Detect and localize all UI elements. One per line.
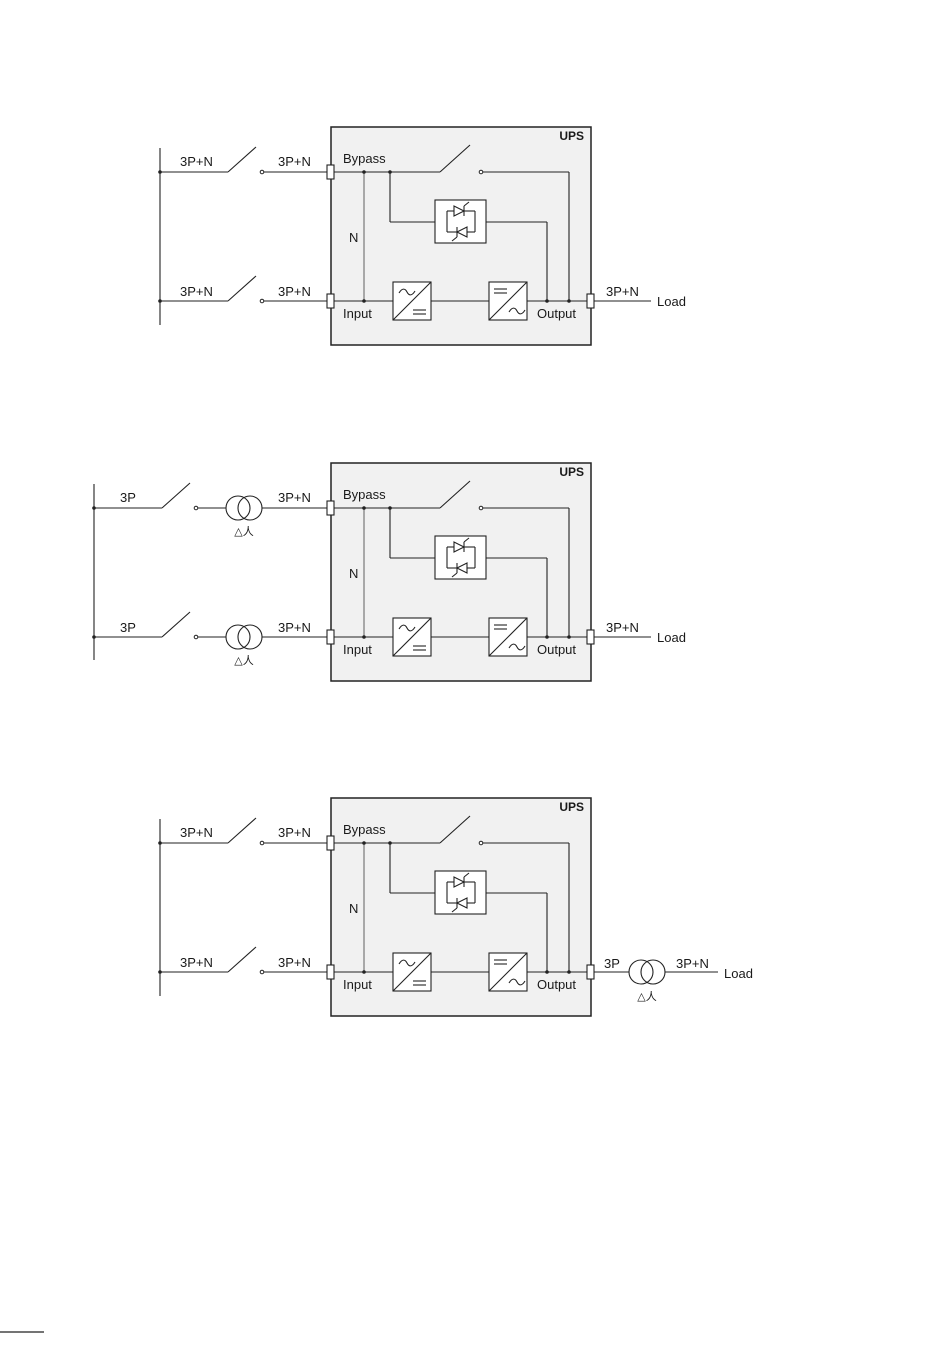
- bypass-terminal: [327, 165, 334, 179]
- bypass-breaker: [228, 818, 256, 843]
- output-terminal: [587, 294, 594, 308]
- input-breaker: [228, 276, 256, 301]
- static-switch: [435, 536, 486, 579]
- input-terminal: [327, 630, 334, 644]
- bypass-feed-label: 3P: [120, 490, 136, 505]
- input-terminal-label: 3P+N: [278, 284, 311, 299]
- input-terminal: [327, 294, 334, 308]
- inverter: [489, 282, 527, 320]
- input-terminal-label: 3P+N: [278, 955, 311, 970]
- bypass-transformer-label: △人: [234, 525, 253, 538]
- neutral-label: N: [349, 566, 358, 581]
- bypass-terminal-label: 3P+N: [278, 154, 311, 169]
- input-terminal: [327, 965, 334, 979]
- load-label: Load: [657, 630, 686, 645]
- input-breaker: [162, 612, 190, 637]
- bypass-breaker: [228, 147, 256, 172]
- rectifier: [393, 282, 431, 320]
- ups-label: UPS: [559, 129, 584, 143]
- load-label: Load: [657, 294, 686, 309]
- input-breaker: [228, 947, 256, 972]
- input-transformer-label: △人: [234, 654, 253, 667]
- static-switch: [435, 871, 486, 914]
- diagram-1: 3P+N 3P+N 3P+N 3P+N UPS Bypass N Input O…: [158, 127, 686, 345]
- ups-label: UPS: [559, 465, 584, 479]
- output-line-label: 3P+N: [606, 620, 639, 635]
- input-transformer-icon: [226, 625, 262, 649]
- load-label: Load: [724, 966, 753, 981]
- rectifier: [393, 953, 431, 991]
- input-feed-label: 3P: [120, 620, 136, 635]
- bypass-terminal-label: 3P+N: [278, 825, 311, 840]
- output-label: Output: [537, 977, 576, 992]
- diagram-2: 3P △人 3P+N 3P △人 3P+N UPS Bypass N Input…: [92, 463, 686, 681]
- input-feed-label: 3P+N: [180, 284, 213, 299]
- bypass-label: Bypass: [343, 487, 386, 502]
- bypass-label: Bypass: [343, 151, 386, 166]
- output-terminal: [587, 630, 594, 644]
- output-label: Output: [537, 642, 576, 657]
- output-line-label: 3P+N: [606, 284, 639, 299]
- inverter: [489, 953, 527, 991]
- bypass-feed-label: 3P+N: [180, 154, 213, 169]
- input-label: Input: [343, 642, 372, 657]
- output-line-label: 3P: [604, 956, 620, 971]
- inverter: [489, 618, 527, 656]
- rectifier: [393, 618, 431, 656]
- output-transformer-label: △人: [637, 990, 656, 1003]
- output-label: Output: [537, 306, 576, 321]
- input-label: Input: [343, 306, 372, 321]
- bypass-feed-label: 3P+N: [180, 825, 213, 840]
- diagram-3: 3P+N 3P+N 3P+N 3P+N UPS Bypass N Input O…: [158, 798, 753, 1016]
- bypass-label: Bypass: [343, 822, 386, 837]
- neutral-label: N: [349, 230, 358, 245]
- ups-label: UPS: [559, 800, 584, 814]
- output-line-label-secondary: 3P+N: [676, 956, 709, 971]
- input-terminal-label: 3P+N: [278, 620, 311, 635]
- static-switch: [435, 200, 486, 243]
- output-terminal: [587, 965, 594, 979]
- bypass-terminal: [327, 836, 334, 850]
- bypass-breaker: [162, 483, 190, 508]
- input-feed-label: 3P+N: [180, 955, 213, 970]
- input-label: Input: [343, 977, 372, 992]
- output-transformer-icon: [629, 960, 665, 984]
- neutral-label: N: [349, 901, 358, 916]
- bypass-transformer-icon: [226, 496, 262, 520]
- bypass-terminal-label: 3P+N: [278, 490, 311, 505]
- bypass-terminal: [327, 501, 334, 515]
